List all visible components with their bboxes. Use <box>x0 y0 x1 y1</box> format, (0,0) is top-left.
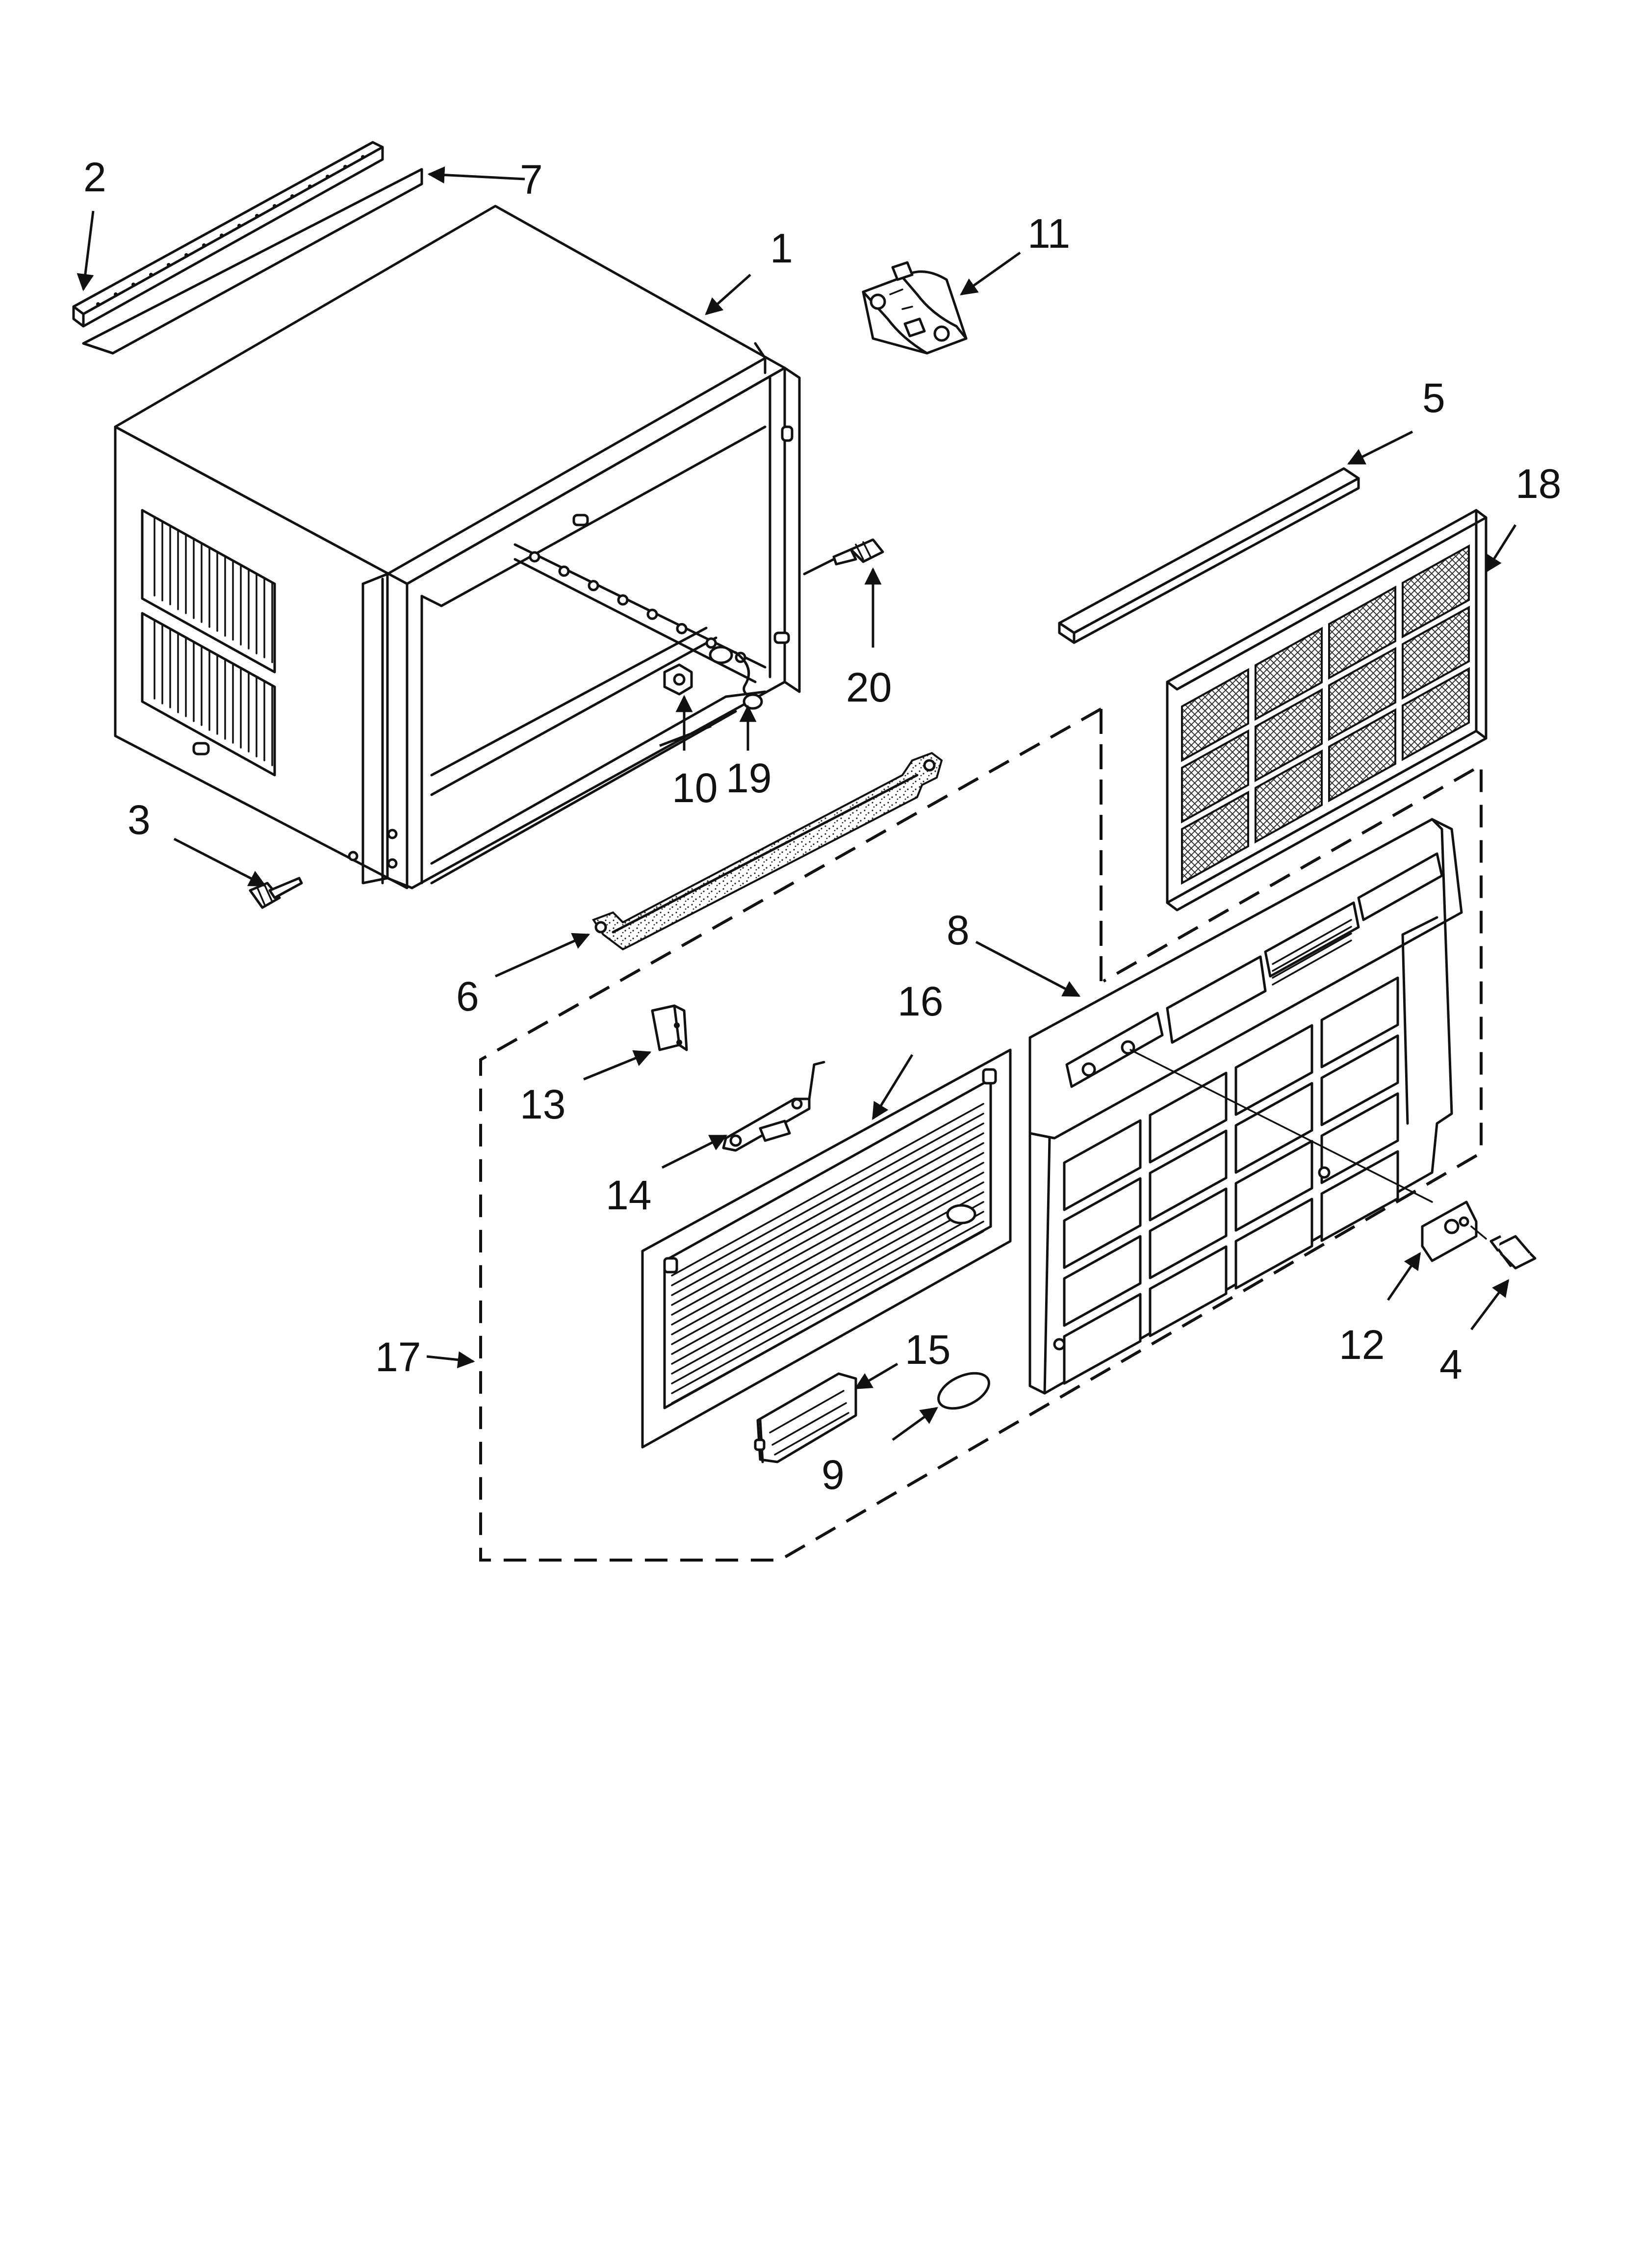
callout-4: 4 <box>1439 1341 1462 1387</box>
front-panel-part-8 <box>1028 818 1463 1395</box>
hinge-part-13 <box>651 1004 688 1051</box>
callout-13: 13 <box>520 1081 565 1127</box>
louver-part-15 <box>754 1372 857 1463</box>
top-rail-part <box>72 141 384 328</box>
leader-lines <box>77 166 1517 1441</box>
damper-link-part-14 <box>722 1061 825 1152</box>
grille-part-16 <box>641 1048 1012 1449</box>
callout-5: 5 <box>1422 375 1445 421</box>
callout-11: 11 <box>1027 210 1070 257</box>
foam-strip-part-6 <box>591 752 943 951</box>
callout-3: 3 <box>128 797 151 843</box>
callout-1: 1 <box>770 225 793 271</box>
callout-8: 8 <box>947 907 970 953</box>
callout-9: 9 <box>821 1452 845 1498</box>
filter-part-18 <box>1166 509 1488 912</box>
spring-clip-part-19 <box>709 646 763 710</box>
screw-part-3 <box>249 877 303 909</box>
callout-18: 18 <box>1515 461 1561 507</box>
callout-16: 16 <box>898 978 943 1024</box>
callout-10: 10 <box>672 765 718 811</box>
callout-6: 6 <box>456 973 479 1019</box>
callout-2: 2 <box>83 154 106 200</box>
top-seal-part-5 <box>1058 467 1360 644</box>
callout-14: 14 <box>606 1172 651 1218</box>
callout-7: 7 <box>520 156 543 203</box>
callout-20: 20 <box>846 664 892 710</box>
nut-part-10 <box>663 663 693 696</box>
callout-labels: 1 2 3 4 5 6 7 8 9 10 11 12 13 14 15 16 1… <box>83 154 1561 1498</box>
screw-part-20 <box>803 538 884 575</box>
callout-19: 19 <box>726 755 771 801</box>
callout-17: 17 <box>375 1334 421 1380</box>
callout-12: 12 <box>1339 1322 1385 1368</box>
oval-badge-part-9 <box>937 1372 990 1410</box>
callout-15: 15 <box>905 1327 950 1373</box>
knob-part-4 <box>1489 1235 1537 1270</box>
cabinet-wrapper-part <box>114 205 801 889</box>
angle-strip-part <box>82 168 423 355</box>
bracket-part-11 <box>862 261 968 355</box>
knob-plate-part-12 <box>1421 1200 1487 1262</box>
